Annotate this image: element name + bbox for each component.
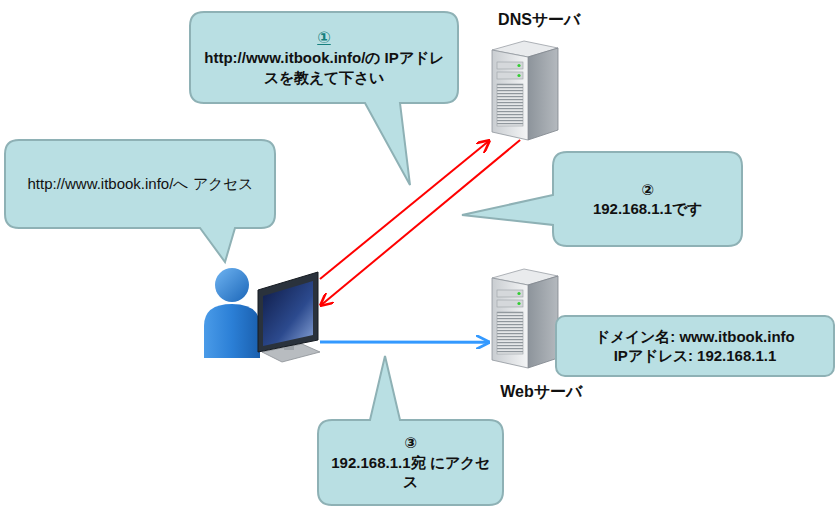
- request-arrow: [320, 140, 490, 279]
- callout-text: 192.168.1.1です: [593, 199, 702, 219]
- dns-server: DNSサーバ: [490, 40, 560, 140]
- speech-bubble: [5, 140, 275, 262]
- web-server-icon: [492, 269, 558, 368]
- node-label: DNSサーバ: [484, 8, 594, 32]
- address-box: ドメイン名: www.itbook.infoIPアドレス: 192.168.1.…: [555, 315, 835, 377]
- dns-server-icon: [492, 41, 558, 140]
- callout-number: ①: [317, 28, 331, 49]
- callout-number: ③: [404, 433, 417, 453]
- callout-text: 192.168.1.1宛 にアクセス: [330, 453, 491, 492]
- callout-text: IPアドレス: 192.168.1.1: [614, 346, 777, 366]
- callout-bubble: ①http://www.itbook.info/の IPアドレスを教えて下さい: [190, 12, 458, 103]
- callout-text: ドメイン名: www.itbook.info: [595, 327, 794, 347]
- callout-bubble: ③192.168.1.1宛 にアクセス: [318, 420, 503, 505]
- speech-bubble: [318, 356, 503, 505]
- callout-bubble: ②192.168.1.1です: [553, 152, 742, 246]
- request-arrow: [320, 341, 490, 344]
- user-terminal: http://www.itbook.info/へ アクセス: [200, 270, 320, 360]
- callout-text: http://www.itbook.info/の IPアドレスを教えて下さい: [202, 48, 446, 87]
- user-figure: [204, 268, 320, 362]
- web-server: Webサーバ: [490, 262, 560, 372]
- node-label: Webサーバ: [486, 380, 596, 404]
- request-arrow: [320, 140, 520, 306]
- node-label: http://www.itbook.info/へ アクセス: [5, 140, 275, 228]
- speech-bubble: [462, 152, 742, 246]
- callout-number: ②: [641, 180, 654, 200]
